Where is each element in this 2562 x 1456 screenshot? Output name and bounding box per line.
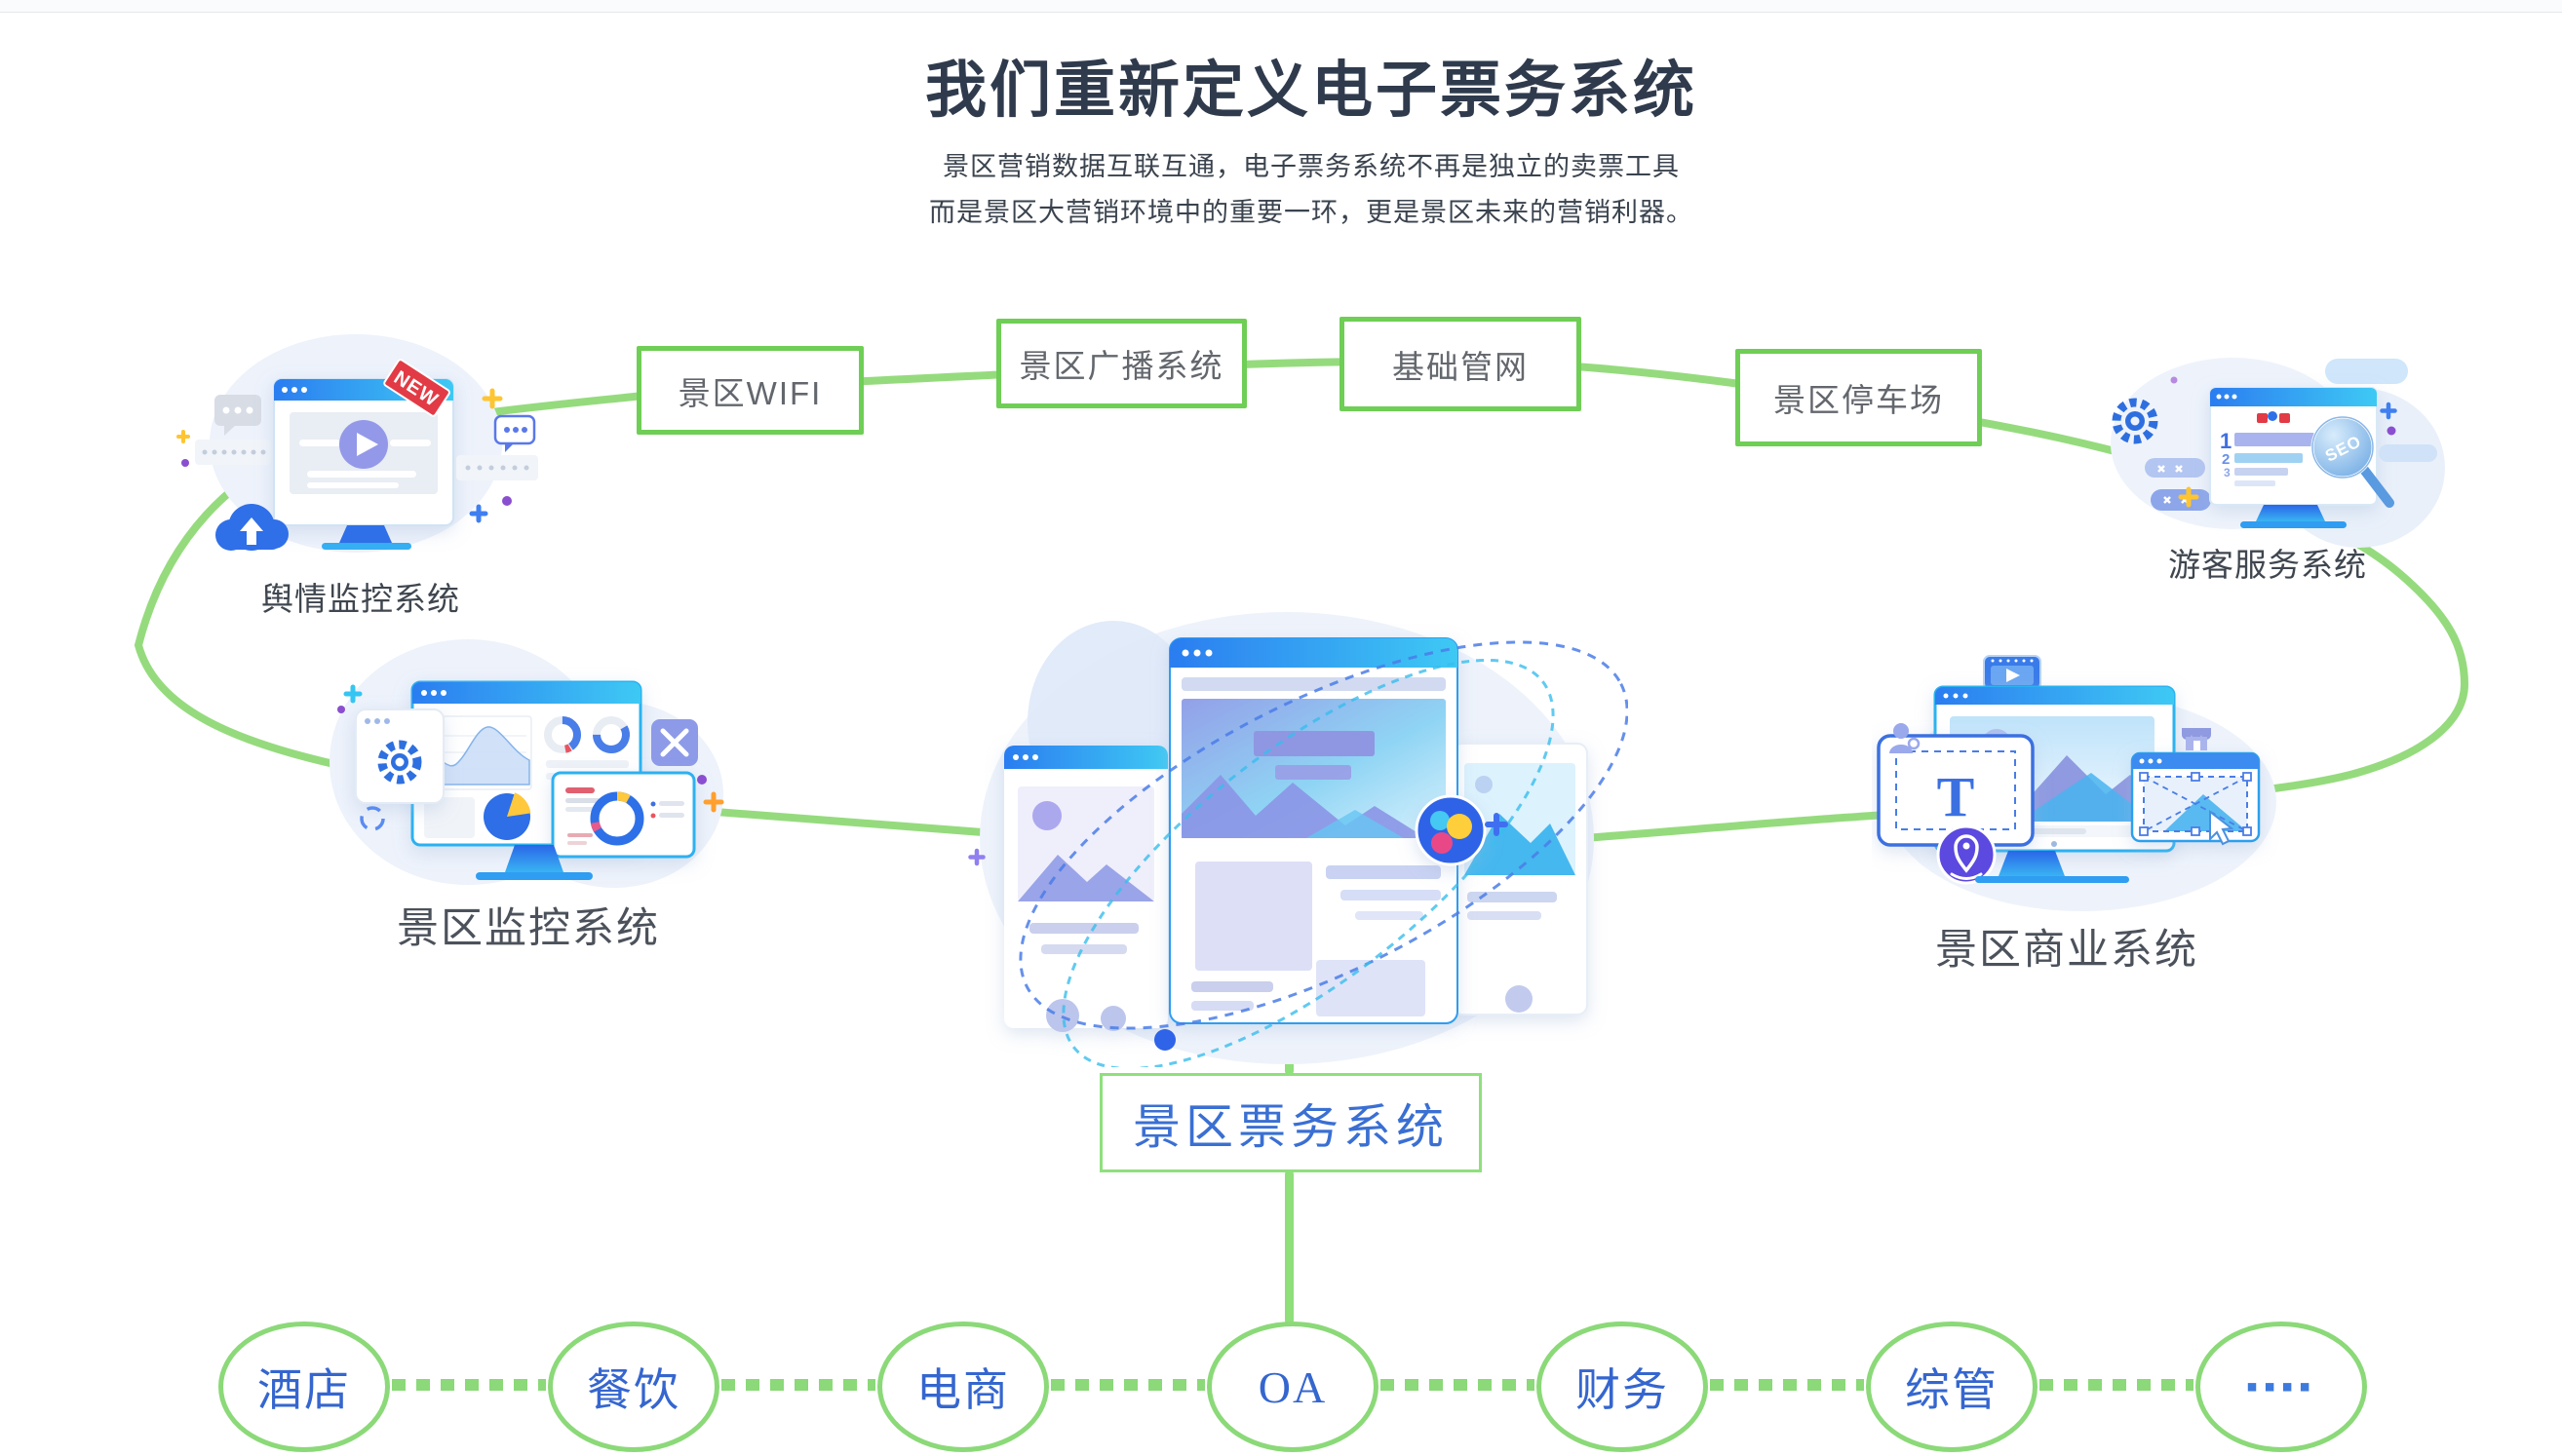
node-ticket-system: 景区票务系统 xyxy=(1100,1073,1482,1172)
label-shangye: 景区商业系统 xyxy=(1935,927,2198,974)
small-monitor xyxy=(551,771,696,859)
module-circle-finance: 财务 xyxy=(1536,1322,1708,1452)
video-chip-icon xyxy=(1983,655,2041,690)
module-circle-more: ▪▪▪▪ xyxy=(2195,1322,2367,1452)
main-window xyxy=(1169,637,1458,1024)
palette-badge xyxy=(1415,794,1487,866)
tools-tile xyxy=(651,719,698,766)
pill-top xyxy=(2325,359,2408,384)
dotted-bar xyxy=(195,440,271,465)
right-window xyxy=(1452,743,1588,1015)
module-circle-ecommerce: 电商 xyxy=(877,1322,1049,1452)
label-youke: 游客服务系统 xyxy=(2168,547,2367,583)
selection-window xyxy=(2130,751,2261,846)
left-window xyxy=(1004,746,1168,1032)
refresh-icon xyxy=(360,806,385,831)
svg-text:1: 1 xyxy=(2220,429,2232,453)
sparkles xyxy=(2170,376,2397,508)
svg-text:3: 3 xyxy=(2224,466,2231,479)
jiankong-illustration xyxy=(330,639,724,888)
center-illustration xyxy=(968,612,1628,1067)
node-wifi: 景区WIFI xyxy=(637,346,864,435)
stand xyxy=(322,525,411,550)
label-jiankong: 景区监控系统 xyxy=(397,905,660,952)
stand xyxy=(476,845,593,880)
module-circle-oa: OA xyxy=(1207,1322,1378,1452)
dotted-bar-right xyxy=(456,455,538,480)
cursor-icon xyxy=(2209,809,2234,846)
stub-bottom xyxy=(1285,1170,1294,1324)
banner xyxy=(1182,699,1446,838)
module-circle-catering: 餐饮 xyxy=(548,1322,719,1452)
pill-right xyxy=(2379,444,2437,462)
node-pipeline: 基础管网 xyxy=(1339,317,1581,411)
shangye-illustration: T xyxy=(1877,655,2276,911)
module-circle-hotel: 酒店 xyxy=(218,1322,390,1452)
chat-bubble-outline-icon xyxy=(493,414,536,452)
pie-chart xyxy=(484,792,531,840)
area-chart xyxy=(423,715,532,790)
top-divider xyxy=(0,0,2562,13)
logo-mark xyxy=(2257,411,2290,423)
node-parking: 景区停车场 xyxy=(1735,349,1982,446)
shop-icon xyxy=(2182,728,2211,750)
svg-text:T: T xyxy=(1937,765,1975,828)
stand xyxy=(1975,851,2129,883)
page-title: 我们重新定义电子票务系统 xyxy=(925,57,1697,125)
orbit-dot xyxy=(1154,1029,1176,1051)
sparkles xyxy=(176,388,512,523)
donut-charts xyxy=(544,716,630,753)
subtitle-line-2: 而是景区大营销环境中的重要一环，更是景区未来的营销利器。 xyxy=(929,198,1693,227)
yuqing-illustration: NEW xyxy=(176,334,538,553)
page-subtitle: 景区营销数据互联互通，电子票务系统不再是独立的卖票工具 而是景区大营销环境中的重… xyxy=(30,144,2562,236)
cloud-upload-icon xyxy=(215,504,289,551)
person-icon xyxy=(1889,723,1921,753)
sparkles xyxy=(968,813,1508,866)
sparkles xyxy=(337,684,724,813)
stand xyxy=(2240,505,2347,528)
label-yuqing: 舆情监控系统 xyxy=(261,581,460,617)
gear-icon xyxy=(377,740,422,785)
subtitle-line-1: 景区营销数据互联互通，电子票务系统不再是独立的卖票工具 xyxy=(943,152,1680,181)
node-broadcast: 景区广播系统 xyxy=(996,319,1247,408)
chat-bubble-icon xyxy=(214,395,261,436)
seo-magnifier-icon: SEO xyxy=(2310,415,2394,508)
module-circle-admin: 综管 xyxy=(1866,1322,2038,1452)
gear-icon xyxy=(2112,398,2158,444)
svg-text:2: 2 xyxy=(2222,451,2230,468)
orbit-rings xyxy=(1019,640,1628,1067)
youke-illustration: 1 2 3 SEO xyxy=(2111,358,2445,548)
location-pin-badge xyxy=(1936,824,1997,885)
gear-window xyxy=(355,709,445,804)
